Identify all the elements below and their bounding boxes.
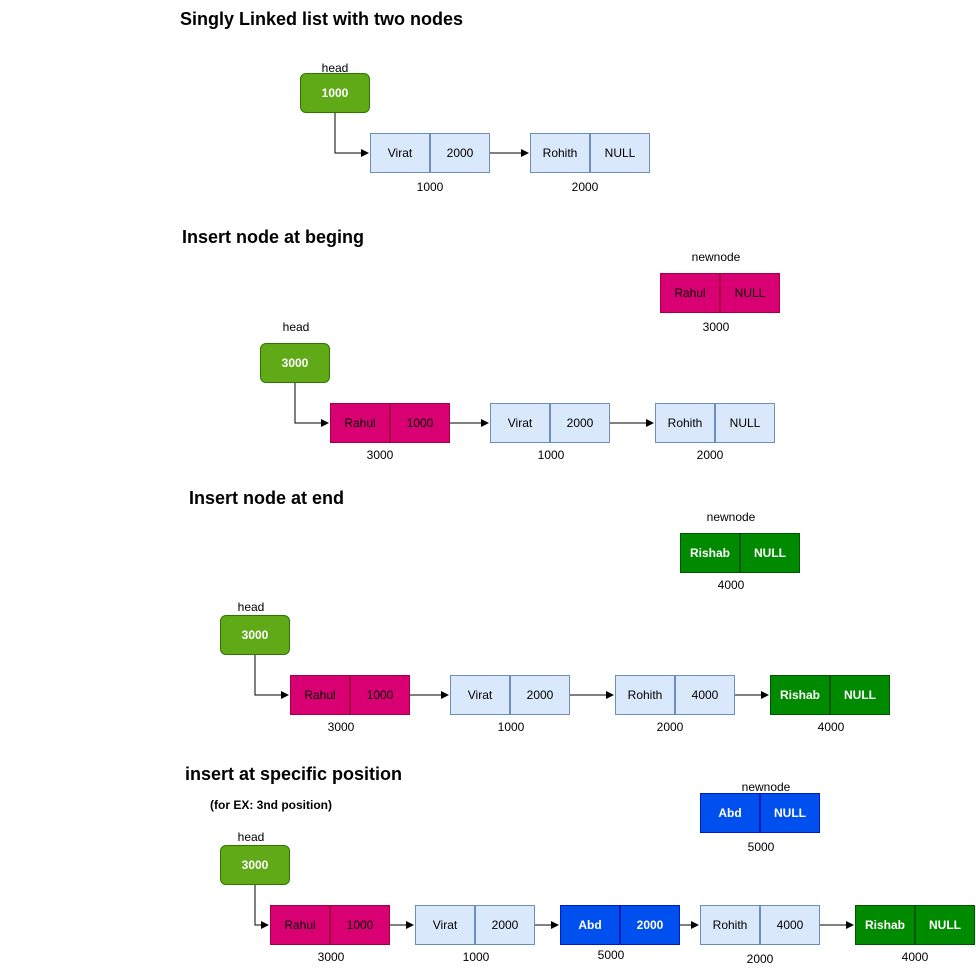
head-pointer: 3000 xyxy=(220,845,290,885)
head-label: head xyxy=(237,600,265,614)
list-node: Virat 2000 xyxy=(490,403,610,443)
node-data: Rohith xyxy=(700,905,760,945)
node-data: Abd xyxy=(560,905,620,945)
node-next: NULL xyxy=(760,793,820,833)
node-address: 4000 xyxy=(817,720,845,734)
newnode-label: newnode xyxy=(741,780,791,794)
node-address: 3000 xyxy=(366,448,394,462)
list-node: Rohith 4000 xyxy=(700,905,820,945)
new-node: Abd NULL xyxy=(700,793,820,833)
head-label: head xyxy=(237,830,265,844)
node-address: 1000 xyxy=(416,180,444,194)
node-address: 2000 xyxy=(571,180,599,194)
new-node: Rishab NULL xyxy=(680,533,800,573)
node-address: 1000 xyxy=(537,448,565,462)
node-next: 2000 xyxy=(475,905,535,945)
head-pointer: 3000 xyxy=(260,343,330,383)
node-next: 2000 xyxy=(510,675,570,715)
head-pointer: 3000 xyxy=(220,615,290,655)
node-data: Virat xyxy=(490,403,550,443)
node-address: 3000 xyxy=(327,720,355,734)
list-node: Virat 2000 xyxy=(370,133,490,173)
list-node: Virat 2000 xyxy=(415,905,535,945)
list-node: Rohith 4000 xyxy=(615,675,735,715)
node-data: Abd xyxy=(700,793,760,833)
head-pointer-arrow xyxy=(254,885,269,929)
node-address: 5000 xyxy=(597,948,625,962)
node-address: 5000 xyxy=(747,840,775,854)
node-next: NULL xyxy=(740,533,800,573)
newnode-label: newnode xyxy=(706,510,756,524)
node-next: NULL xyxy=(830,675,890,715)
node-data: Rohith xyxy=(655,403,715,443)
list-node: Abd 2000 xyxy=(560,905,680,945)
node-address: 2000 xyxy=(656,720,684,734)
node-next: NULL xyxy=(590,133,650,173)
head-pointer-arrow xyxy=(254,655,289,699)
node-address: 3000 xyxy=(317,950,345,964)
node-data: Rahul xyxy=(270,905,330,945)
list-node: Rohith NULL xyxy=(655,403,775,443)
node-next: NULL xyxy=(720,273,780,313)
node-next: 2000 xyxy=(550,403,610,443)
node-data: Rahul xyxy=(330,403,390,443)
node-address: 4000 xyxy=(901,950,929,964)
section-title: insert at specific position xyxy=(185,764,403,784)
node-data: Rishab xyxy=(855,905,915,945)
node-next: 1000 xyxy=(330,905,390,945)
node-next: 2000 xyxy=(430,133,490,173)
node-address: 2000 xyxy=(696,448,724,462)
node-data: Rishab xyxy=(770,675,830,715)
node-address: 3000 xyxy=(702,320,730,334)
section-subtitle: (for EX: 3nd position) xyxy=(210,798,332,812)
node-next: NULL xyxy=(715,403,775,443)
section-title: Singly Linked list with two nodes xyxy=(180,9,464,29)
head-pointer-arrow xyxy=(334,113,369,157)
list-node: Rishab NULL xyxy=(855,905,975,945)
head-label: head xyxy=(282,320,310,334)
new-node: Rahul NULL xyxy=(660,273,780,313)
list-node: Virat 2000 xyxy=(450,675,570,715)
node-data: Rahul xyxy=(290,675,350,715)
section-title: Insert node at end xyxy=(189,488,345,508)
node-data: Virat xyxy=(450,675,510,715)
list-node: Rishab NULL xyxy=(770,675,890,715)
newnode-label: newnode xyxy=(691,250,741,264)
node-next: NULL xyxy=(915,905,975,945)
node-data: Rohith xyxy=(615,675,675,715)
node-next: 1000 xyxy=(390,403,450,443)
list-node: Rohith NULL xyxy=(530,133,650,173)
head-pointer-arrow xyxy=(294,383,329,427)
list-node: Rahul 1000 xyxy=(330,403,450,443)
node-data: Rohith xyxy=(530,133,590,173)
head-pointer: 1000 xyxy=(300,73,370,113)
section-title: Insert node at beging xyxy=(182,227,365,247)
node-next: 2000 xyxy=(620,905,680,945)
node-address: 2000 xyxy=(746,952,774,966)
node-data: Rahul xyxy=(660,273,720,313)
head-label: head xyxy=(321,61,349,75)
node-data: Virat xyxy=(415,905,475,945)
list-node: Rahul 1000 xyxy=(290,675,410,715)
node-next: 4000 xyxy=(675,675,735,715)
node-address: 1000 xyxy=(462,950,490,964)
node-next: 4000 xyxy=(760,905,820,945)
node-address: 1000 xyxy=(497,720,525,734)
list-node: Rahul 1000 xyxy=(270,905,390,945)
node-address: 4000 xyxy=(717,578,745,592)
node-data: Rishab xyxy=(680,533,740,573)
node-data: Virat xyxy=(370,133,430,173)
node-next: 1000 xyxy=(350,675,410,715)
